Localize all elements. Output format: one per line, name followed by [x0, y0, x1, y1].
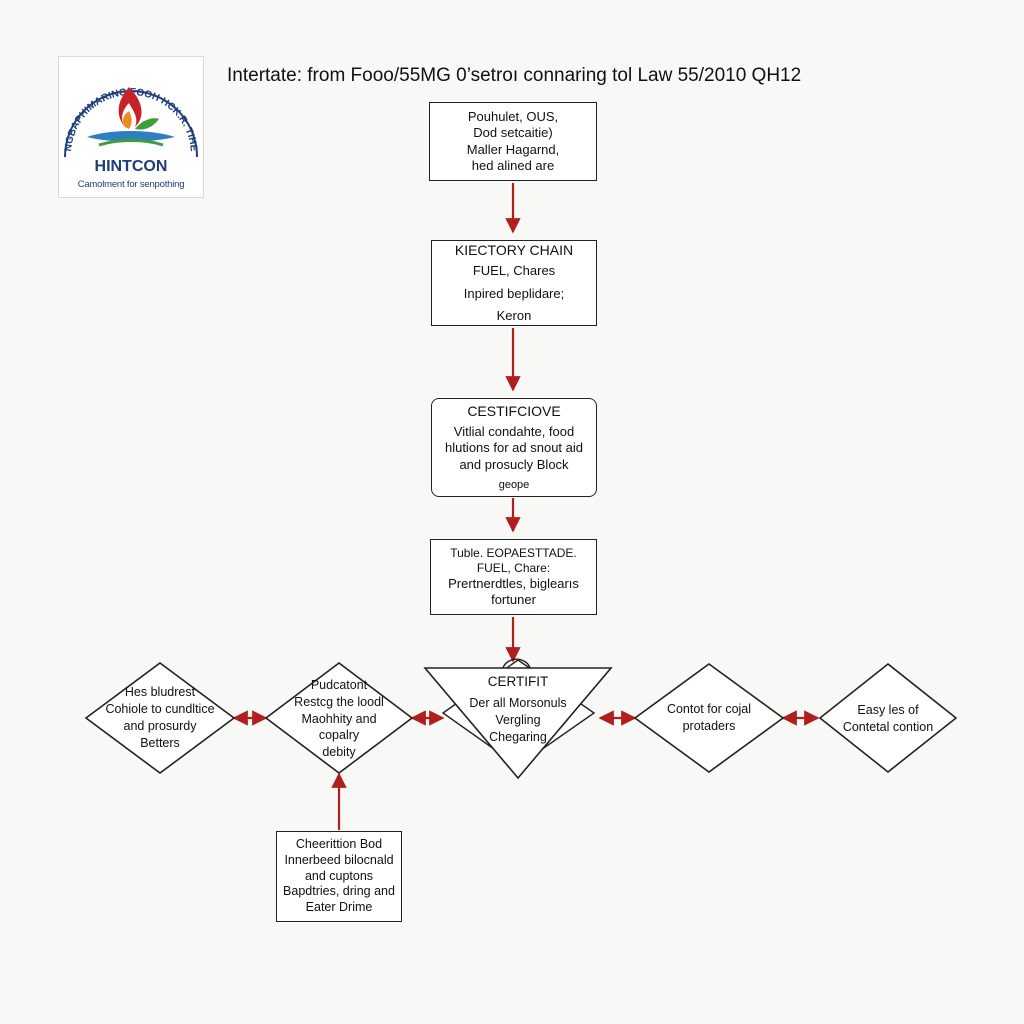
center-certificate-heading: CERTIFIT	[487, 673, 549, 689]
diamond-2-shape	[264, 661, 414, 775]
flow-box-1-line: Dod setcaitie)	[473, 125, 553, 141]
diamond-2-text: Pudcatont Restcg the loodl Maohhity and …	[279, 677, 399, 760]
flow-box-4-line: fortuner	[491, 592, 536, 607]
page-title: Intertate: from Fooo/55MG 0’setroı conna…	[227, 65, 802, 86]
flow-box-2-line: FUEL, Chares	[472, 263, 556, 279]
diamond-1-shape	[84, 662, 236, 774]
flow-box-1-line: Pouhulet, OUS,	[467, 109, 559, 124]
logo-name: HINTCON	[94, 158, 168, 175]
diamond-4-shape	[818, 662, 958, 774]
flow-box-1-line: hed alined are	[471, 157, 555, 173]
diamond-1-line: Cohiole to cundltice	[105, 702, 215, 717]
flow-box-3-line: Vitlial condahte, food	[453, 424, 575, 439]
bottom-box-line: Cheerittion Bod	[295, 837, 383, 852]
bottom-box-line: and cuptons	[304, 868, 374, 883]
flow-box-4-line: Tuble. EOPAESTTADE.	[450, 545, 577, 560]
flow-box-3-line: and prosucly Block	[459, 456, 569, 472]
diamond-1-line: Hes bludrest	[124, 685, 196, 700]
bottom-box-line: Bapdtries, dring and	[283, 884, 395, 899]
diamond-2-line: debity	[322, 745, 356, 760]
flow-box-1-line: Maller Hagarnd,	[466, 141, 560, 157]
bottom-box-line: Eater Drime	[305, 899, 373, 914]
diamond-3-shape	[633, 663, 785, 773]
diamond-3-text: Contot for cojal protaders	[650, 700, 768, 736]
flow-box-3-line: geope	[498, 478, 530, 491]
bottom-box: Cheerittion Bod Innerbeed bilocnald and …	[276, 831, 402, 922]
logo-emblem-icon: NGBAPHIMARING FOOH HCK.R. TIHE	[63, 87, 199, 158]
logo-tagline: Camolment for senpothing	[77, 179, 185, 190]
diamond-3-line: protaders	[682, 719, 736, 733]
flow-box-2: KIECTORY CHAIN FUEL, Chares Inpired bepl…	[431, 240, 597, 326]
flow-box-2-heading: KIECTORY CHAIN	[454, 241, 574, 258]
diamond-4-line: Easy les of	[857, 703, 919, 718]
flow-box-3-line: hlutions for ad snout aid	[444, 440, 584, 456]
flow-box-2-line: Keron	[496, 307, 532, 323]
flow-box-4-line: FUEL, Chare:	[476, 560, 551, 575]
diamond-3-line: Contot for cojal	[666, 702, 752, 717]
center-certificate-line: Chegaring	[489, 729, 547, 744]
flow-box-1: Pouhulet, OUS, Dod setcaitie) Maller Hag…	[429, 102, 597, 181]
flow-box-3-heading: CESTIFCIOVE	[467, 402, 561, 419]
diamond-4-line: Contetal contion	[842, 720, 934, 734]
diamond-4-text: Easy les of Contetal contion	[832, 702, 944, 736]
diamond-2-line: copalry	[318, 728, 360, 743]
center-certificate-line: Der all Morsonuls	[469, 695, 567, 710]
diamond-2-line: Restcg the loodl	[294, 694, 384, 709]
flow-box-2-line: Inpired beplidare;	[463, 285, 565, 301]
center-certificate-line: Vergling	[495, 712, 541, 727]
diamond-2-line: Maohhity and	[301, 711, 377, 726]
center-certificate-text: CERTIFIT Der all Morsonuls Vergling Cheg…	[448, 673, 588, 745]
center-certificate-shape	[423, 658, 613, 780]
diamond-1-line: and prosurdy	[123, 719, 197, 733]
diamond-1-text: Hes bludrest Cohiole to cundltice and pr…	[96, 683, 224, 753]
organization-logo: NGBAPHIMARING FOOH HCK.R. TIHE HINTCON C…	[58, 56, 204, 198]
flow-box-4: Tuble. EOPAESTTADE. FUEL, Chare: Prertne…	[430, 539, 597, 615]
diamond-2-line: Pudcatont	[310, 677, 368, 692]
diamond-1-line: Betters	[140, 735, 180, 750]
flow-box-4-line: Prertnerdtles, biglearıs	[448, 575, 579, 591]
flow-box-3: CESTIFCIOVE Vitlial condahte, food hluti…	[431, 398, 597, 497]
bottom-box-line: Innerbeed bilocnald	[284, 853, 394, 868]
